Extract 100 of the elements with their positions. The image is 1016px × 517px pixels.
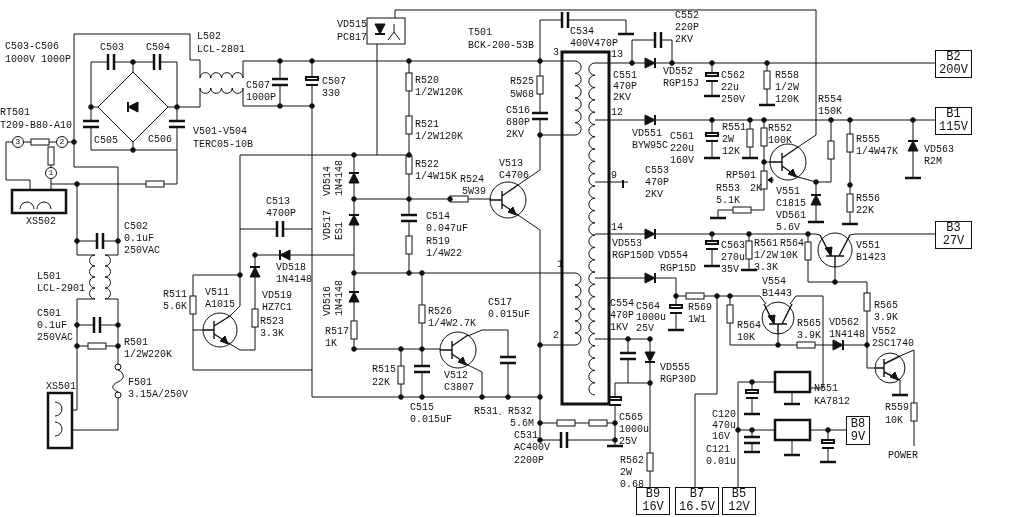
component-label: VD553	[612, 238, 642, 250]
component-label: 22K	[856, 205, 874, 217]
component-label: R501	[124, 337, 148, 349]
component-label: LCL-2901	[37, 283, 85, 295]
component-label: 400V470P	[570, 38, 618, 50]
component-label: R515	[372, 364, 396, 376]
component-label: V513	[499, 158, 523, 170]
component-label: 2KV	[506, 129, 524, 141]
component-label: C501	[37, 308, 61, 320]
component-label: 10K	[780, 250, 798, 262]
component-label: V512	[444, 370, 468, 382]
component-label: L502	[197, 31, 221, 43]
component-label: 120K	[775, 94, 799, 106]
component-label: R565	[874, 300, 898, 312]
pin-number: 1	[45, 167, 57, 179]
component-label: RGP15J	[663, 78, 699, 90]
component-label: 1000V 1000P	[5, 54, 71, 66]
component-label: C506	[148, 134, 172, 146]
component-label: 1W1	[688, 314, 706, 326]
component-label: C553	[645, 165, 669, 177]
component-label: XS501	[46, 381, 76, 393]
component-label: 250VAC	[124, 245, 160, 257]
component-label: 0.047uF	[426, 223, 468, 235]
component-label: A1015	[205, 299, 235, 311]
component-label: T209-B80-A10	[0, 120, 72, 132]
component-label: V551	[776, 186, 800, 198]
component-label: VD562	[829, 317, 859, 329]
component-label: 1/4W15K	[415, 171, 457, 183]
component-label: 10K	[737, 332, 755, 344]
component-label: 35V	[721, 264, 739, 276]
terminal-box: B7 16.5V	[675, 487, 719, 515]
component-label: 1N4148	[334, 160, 346, 196]
component-label: BCK-200-53B	[468, 40, 534, 52]
component-label: 1000P	[246, 92, 276, 104]
component-label: R517	[325, 326, 349, 338]
component-label: 16V	[712, 431, 730, 443]
pin-number: 14	[611, 222, 623, 234]
terminal-box: B2 200V	[935, 50, 972, 78]
component-label: VD515	[337, 19, 367, 31]
component-label: 470P	[613, 81, 637, 93]
component-label: C504	[146, 42, 170, 54]
component-label: KA7812	[814, 396, 850, 408]
component-label: C564	[636, 301, 660, 313]
component-label: 100K	[768, 135, 792, 147]
component-label: R555	[856, 134, 880, 146]
component-label: 2K	[750, 183, 762, 195]
component-label: 1/2W220K	[124, 349, 172, 361]
component-label: B1443	[762, 288, 792, 300]
component-label: R520	[415, 75, 439, 87]
component-label: 3.9K	[797, 330, 821, 342]
component-label: C513	[266, 196, 290, 208]
component-label: 1000u	[619, 424, 649, 436]
component-label: 1N4148	[334, 280, 346, 316]
component-label: C120	[712, 409, 736, 421]
component-label: 2KV	[645, 189, 663, 201]
component-label: VD555	[660, 362, 690, 374]
component-label: R558	[775, 70, 799, 82]
terminal-box: B5 12V	[722, 487, 756, 515]
component-label: XS502	[26, 216, 56, 228]
component-label: 2SC1740	[872, 338, 914, 350]
component-label: 1/4W2.7K	[428, 318, 476, 330]
component-label: C507	[322, 76, 346, 88]
component-label: C121	[706, 444, 730, 456]
component-label: 2200P	[514, 455, 544, 467]
component-label: AC400V	[514, 442, 550, 454]
component-label: 1K	[325, 338, 337, 350]
component-label: 2W	[722, 134, 734, 146]
component-label: R526	[428, 306, 452, 318]
component-label: 220u	[670, 143, 694, 155]
terminal-box: B3 27V	[935, 221, 972, 249]
component-label: VD551	[632, 128, 662, 140]
component-label: VD514	[322, 166, 334, 196]
component-label: 25V	[619, 436, 637, 448]
component-label: R511	[163, 289, 187, 301]
component-label: VD561	[776, 210, 806, 222]
component-label: V552	[872, 326, 896, 338]
component-label: C562	[721, 70, 745, 82]
component-label: 1/2W	[775, 82, 799, 94]
component-label: V501-V504	[193, 126, 247, 138]
terminal-box: B8 9V	[846, 416, 870, 445]
component-label: R519	[426, 236, 450, 248]
component-label: 470P	[610, 310, 634, 322]
component-label: HZ7C1	[262, 302, 292, 314]
pin-number: 2	[553, 330, 559, 342]
component-label: R556	[856, 193, 880, 205]
component-label: 22u	[721, 82, 739, 94]
component-label: C505	[94, 135, 118, 147]
component-label: RT501	[0, 107, 30, 119]
component-label: R565	[797, 318, 821, 330]
component-label: 0.01u	[706, 456, 736, 468]
component-label: R551	[722, 122, 746, 134]
component-label: R521	[415, 119, 439, 131]
component-label: R564	[737, 320, 761, 332]
component-label: 2KV	[675, 34, 693, 46]
component-label: C517	[488, 297, 512, 309]
component-label: PC817	[337, 32, 367, 44]
component-label: 4700P	[266, 208, 296, 220]
component-label: VD554	[658, 250, 688, 262]
component-label: LCL-2801	[197, 44, 245, 56]
component-label: R525	[510, 76, 534, 88]
